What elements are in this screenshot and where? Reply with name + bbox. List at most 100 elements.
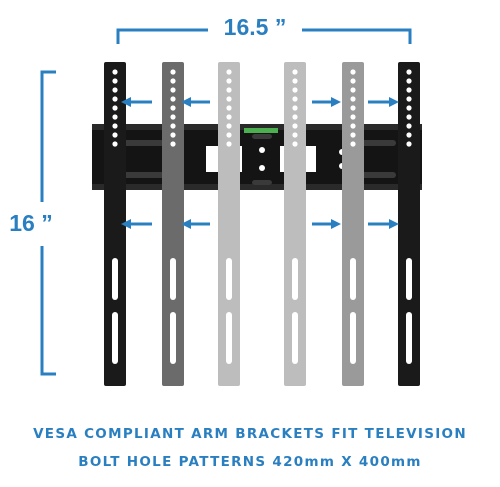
arm-left-dark-bar <box>162 62 184 386</box>
arm-right-dark-hole-8 <box>350 141 356 147</box>
plate-hole-4 <box>259 147 265 153</box>
arm-left-light-slot-lower <box>226 312 232 364</box>
arm-left-light-hole-8 <box>226 141 232 147</box>
arm-left-dark-hole-4 <box>170 105 176 111</box>
arm-right-outer-hole-6 <box>406 123 412 129</box>
arm-right-outer-hole-1 <box>406 78 412 84</box>
vertical-arms <box>104 62 420 386</box>
width-dimension-line-right <box>302 28 412 44</box>
arm-right-light-hole-1 <box>292 78 298 84</box>
width-dimension-line-left <box>116 28 208 44</box>
arm-left-dark-hole-1 <box>170 78 176 84</box>
arm-right-dark-hole-7 <box>350 132 356 138</box>
arm-right-light-hole-3 <box>292 96 298 102</box>
plate-slot-1 <box>120 172 164 178</box>
arm-left-dark-hole-0 <box>170 69 176 75</box>
arm-right-dark-slot-lower <box>350 312 356 364</box>
arm-left-light-hole-3 <box>226 96 232 102</box>
arm-right-light-bar <box>284 62 306 386</box>
arm-right-outer-slot-upper <box>406 258 412 300</box>
arm-right-dark-hole-1 <box>350 78 356 84</box>
arm-right-light-hole-0 <box>292 69 298 75</box>
arm-right-dark-bar <box>342 62 364 386</box>
arm-left-light-hole-1 <box>226 78 232 84</box>
arm-right-outer-hole-5 <box>406 114 412 120</box>
arm-right-outer-hole-0 <box>406 69 412 75</box>
plate-top-edge <box>92 124 422 130</box>
arm-right-dark-hole-0 <box>350 69 356 75</box>
arm-left-light-bar <box>218 62 240 386</box>
caption-line-2: BOLT HOLE PATTERNS 420mm X 400mm <box>78 454 422 470</box>
arm-right-outer-hole-7 <box>406 132 412 138</box>
arm-left-dark-hole-3 <box>170 96 176 102</box>
arm-left-outer-hole-8 <box>112 141 118 147</box>
arm-left-outer-hole-4 <box>112 105 118 111</box>
arm-right-light <box>284 62 306 386</box>
arm-left-outer-slot-lower <box>112 312 118 364</box>
arm-left-light-hole-6 <box>226 123 232 129</box>
arm-right-dark-hole-2 <box>350 87 356 93</box>
arm-left-dark-hole-5 <box>170 114 176 120</box>
arm-right-outer-hole-4 <box>406 105 412 111</box>
direction-arrows <box>121 97 399 229</box>
arm-right-dark <box>342 62 364 386</box>
arm-left-dark <box>162 62 184 386</box>
arm-right-dark-hole-6 <box>350 123 356 129</box>
plate-slot-0 <box>120 140 164 146</box>
plate-slot-4 <box>252 134 272 139</box>
arm-left-light-hole-0 <box>226 69 232 75</box>
plate-slot-5 <box>252 180 272 185</box>
plate-hole-5 <box>259 165 265 171</box>
width-dimension-label: 16.5 ” <box>223 14 287 40</box>
arm-right-outer-slot-lower <box>406 312 412 364</box>
arm-left-dark-slot-upper <box>170 258 176 300</box>
mounting-plate <box>92 124 422 190</box>
arm-left-outer-hole-0 <box>112 69 118 75</box>
arm-right-light-slot-lower <box>292 312 298 364</box>
arm-left-light-slot-upper <box>226 258 232 300</box>
arm-left-outer-hole-5 <box>112 114 118 120</box>
arm-right-light-hole-8 <box>292 141 298 147</box>
height-dimension-line-bottom <box>40 246 56 376</box>
arm-right-light-hole-4 <box>292 105 298 111</box>
arm-left-outer-bar <box>104 62 126 386</box>
arm-right-light-hole-7 <box>292 132 298 138</box>
arm-right-outer-bar <box>398 62 420 386</box>
arm-right-light-hole-6 <box>292 123 298 129</box>
arm-right-dark-slot-upper <box>350 258 356 300</box>
arm-left-outer <box>104 62 126 386</box>
arm-right-outer <box>398 62 420 386</box>
arm-left-outer-hole-6 <box>112 123 118 129</box>
arm-left-outer-hole-2 <box>112 87 118 93</box>
arm-left-outer-hole-3 <box>112 96 118 102</box>
arm-left-dark-hole-7 <box>170 132 176 138</box>
arm-right-outer-hole-8 <box>406 141 412 147</box>
caption-line-1: VESA COMPLIANT ARM BRACKETS FIT TELEVISI… <box>33 426 467 442</box>
dimension-lines <box>40 28 412 376</box>
arm-left-light-hole-5 <box>226 114 232 120</box>
arm-right-outer-hole-3 <box>406 96 412 102</box>
arm-right-light-slot-upper <box>292 258 298 300</box>
arm-left-light-hole-7 <box>226 132 232 138</box>
arm-right-light-hole-5 <box>292 114 298 120</box>
arm-left-dark-hole-2 <box>170 87 176 93</box>
arm-right-outer-hole-2 <box>406 87 412 93</box>
arm-left-dark-slot-lower <box>170 312 176 364</box>
arm-right-dark-hole-3 <box>350 96 356 102</box>
arm-right-light-hole-2 <box>292 87 298 93</box>
height-dimension-line-top <box>40 70 56 202</box>
arm-right-dark-hole-4 <box>350 105 356 111</box>
arm-left-light-hole-4 <box>226 105 232 111</box>
arm-left-light <box>218 62 240 386</box>
arm-left-outer-hole-1 <box>112 78 118 84</box>
arm-left-light-hole-2 <box>226 87 232 93</box>
arm-left-dark-hole-6 <box>170 123 176 129</box>
arm-left-outer-slot-upper <box>112 258 118 300</box>
plate-bottom-edge <box>92 184 422 190</box>
brand-logo <box>244 128 278 133</box>
arm-left-outer-hole-7 <box>112 132 118 138</box>
height-dimension-label: 16 ” <box>9 210 53 236</box>
arm-right-dark-hole-5 <box>350 114 356 120</box>
arm-left-dark-hole-8 <box>170 141 176 147</box>
